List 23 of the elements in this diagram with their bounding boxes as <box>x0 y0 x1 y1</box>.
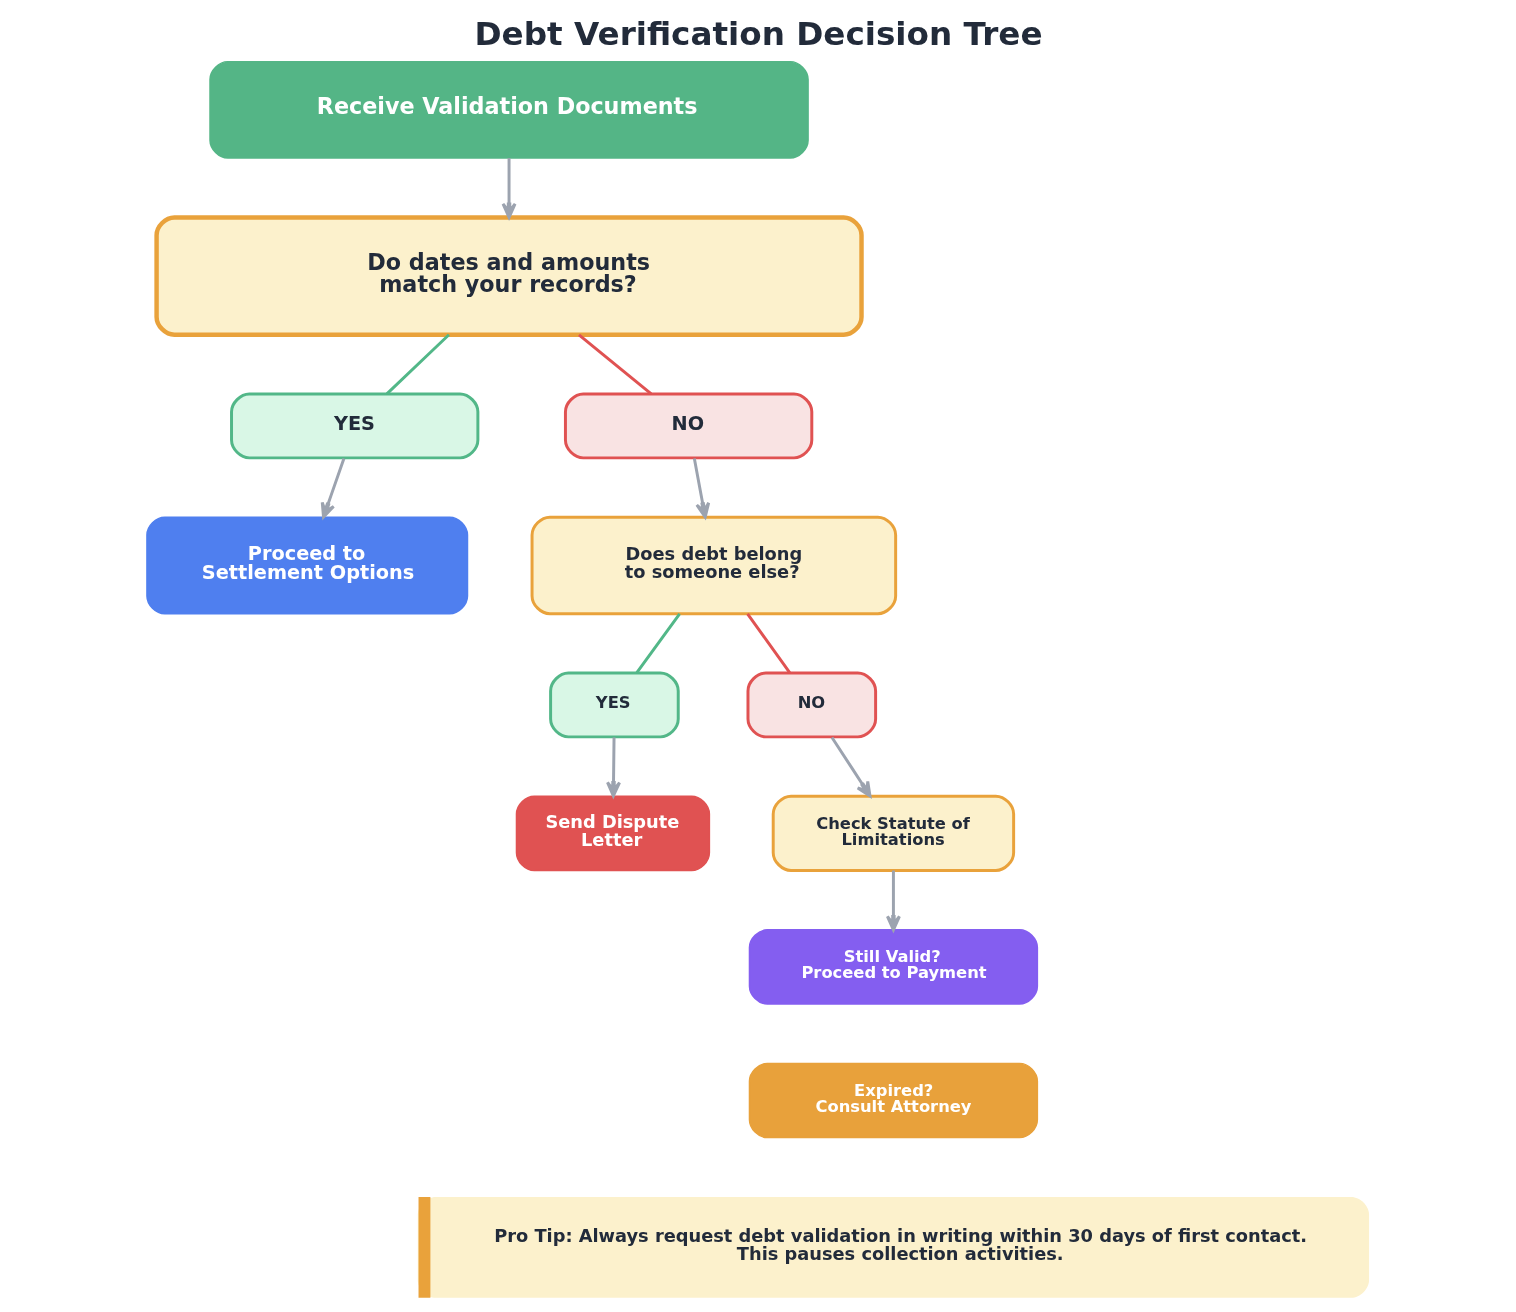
connector <box>385 333 450 395</box>
node-box: Does debt belong to someone else? <box>530 515 898 616</box>
arrow <box>320 457 346 519</box>
node-box: Do dates and amounts match your records? <box>154 215 864 337</box>
arrow <box>501 158 517 219</box>
node-box: Send Dispute Letter <box>515 795 711 872</box>
connector <box>746 613 791 674</box>
arrow <box>692 458 711 519</box>
node-box: YES <box>230 392 480 460</box>
node-box: Expired? Consult Attorney <box>748 1062 1039 1139</box>
connector <box>578 333 653 396</box>
node-box: Still Valid? Proceed to Payment <box>748 929 1039 1005</box>
arrow <box>606 737 621 798</box>
node-box: NO <box>746 671 878 739</box>
arrow <box>830 736 872 798</box>
node-box: Proceed to Settlement Options <box>146 516 469 615</box>
node-box: NO <box>563 392 814 460</box>
node-box: Receive Validation Documents <box>209 60 809 159</box>
node-box: Check Statute of Limitations <box>771 794 1016 872</box>
connector <box>635 613 681 674</box>
arrow <box>885 870 901 932</box>
diagram-title: Debt Verification Decision Tree <box>474 14 1043 53</box>
node-box: YES <box>549 671 680 739</box>
